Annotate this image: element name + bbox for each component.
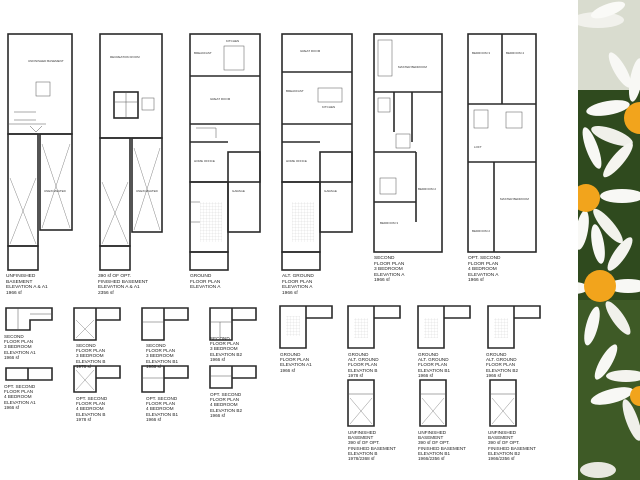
room-label: BEDROOM 3 — [472, 51, 490, 55]
daisy-flower — [578, 224, 640, 346]
partial-plan — [72, 306, 122, 342]
partial-caption: OPT. SECOND FLOOR PLAN 4 BEDROOM ELEVATI… — [76, 396, 108, 422]
partial-plan — [416, 304, 472, 350]
partial-plan — [72, 364, 122, 394]
room-label: BREAKFAST — [286, 89, 304, 93]
plan-alt-ground-floor: GREAT ROOM BREAKFAST KITCHEN HOME OFFICE… — [280, 32, 356, 272]
partial-caption: OPT. SECOND FLOOR PLAN 4 BEDROOM ELEVATI… — [146, 396, 178, 422]
plan-caption: UNFINISHED BASEMENT ELEVATION A & A1 196… — [6, 274, 48, 296]
partial-caption: GROUND ALT. GROUND FLOOR PLAN ELEVATION … — [348, 352, 379, 378]
room-label: BREAKFAST — [194, 51, 212, 55]
partial-plan — [418, 378, 448, 428]
partial-caption: SECOND FLOOR PLAN 3 BEDROOM ELEVATION A1… — [4, 334, 36, 360]
daisy-flower — [578, 1, 626, 28]
partial-plan — [4, 366, 54, 382]
daisy-flower — [578, 127, 640, 250]
room-label: BEDROOM 3 — [380, 221, 398, 225]
partial-caption: GROUND ALT. GROUND FLOOR PLAN ELEVATION … — [486, 352, 518, 378]
room-label: HOME OFFICE — [194, 159, 215, 163]
partial-caption: UNFINISHED BASEMENT 390 sf OF OPT. FINIS… — [348, 430, 396, 462]
plan-second-floor-3-bedroom: MASTER BEDROOM BEDROOM 2 BEDROOM 3 — [372, 32, 446, 254]
plan-caption: OPT. SECOND FLOOR PLAN 4 BEDROOM ELEVATI… — [468, 256, 501, 284]
partial-caption: UNFINISHED BASEMENT 390 sf OF OPT. FINIS… — [488, 430, 536, 462]
partial-plan — [140, 306, 190, 342]
room-label: BEDROOM 2 — [472, 229, 490, 233]
plan-caption: 390 sf OF OPT. FINISHED BASEMENT ELEVATI… — [98, 274, 149, 296]
room-label: GARAGE — [324, 189, 337, 193]
partial-caption: OPT. SECOND FLOOR PLAN 4 BEDROOM ELEVATI… — [4, 384, 36, 410]
room-label: BEDROOM 2 — [418, 187, 436, 191]
room-label: GREAT ROOM — [210, 97, 231, 101]
room-label: UNFINISHED BASEMENT — [28, 59, 64, 63]
daisy-photo — [578, 0, 640, 480]
room-label: GARAGE — [232, 189, 245, 193]
partial-caption: SECOND FLOOR PLAN 3 BEDROOM ELEVATION B2… — [210, 336, 242, 362]
room-label: KITCHEN — [322, 105, 335, 109]
partial-caption: GROUND ALT. GROUND FLOOR PLAN ELEVATION … — [418, 352, 450, 378]
partial-plan — [278, 304, 334, 350]
room-label: LOFT — [474, 145, 482, 149]
room-label: GREAT ROOM — [300, 49, 321, 53]
floor-plan-sheet: UNFINISHED BASEMENT UNEXCAVATED UNFINISH… — [4, 32, 542, 462]
room-label: KITCHEN — [226, 39, 239, 43]
room-label: BEDROOM 4 — [506, 51, 524, 55]
plan-caption: GROUND FLOOR PLAN ELEVATION A — [190, 274, 221, 291]
room-label: HOME OFFICE — [286, 159, 307, 163]
partial-caption: UNFINISHED BASEMENT 390 sf OF OPT. FINIS… — [418, 430, 466, 462]
partial-plan — [4, 306, 54, 332]
plan-ground-floor: BREAKFAST KITCHEN GREAT ROOM HOME OFFICE… — [188, 32, 264, 272]
partial-caption: GROUND FLOOR PLAN ELEVATION A1 1966 sf — [280, 352, 312, 373]
daisy-flower — [590, 344, 640, 441]
plan-unfinished-basement: UNFINISHED BASEMENT UNEXCAVATED — [6, 32, 76, 272]
partial-plan — [208, 364, 258, 390]
partial-plan — [486, 304, 542, 350]
room-label: MASTER BEDROOM — [500, 197, 529, 201]
room-label: UNEXCAVATED — [44, 189, 67, 193]
partial-plan — [346, 378, 376, 428]
room-label: UNEXCAVATED — [136, 189, 159, 193]
partial-plan — [140, 364, 190, 394]
partial-plan — [488, 378, 518, 428]
partial-plan — [208, 306, 258, 342]
room-label: RECREATION ROOM — [110, 55, 140, 59]
partial-plan — [346, 304, 402, 350]
partial-caption: OPT. SECOND FLOOR PLAN 4 BEDROOM ELEVATI… — [210, 392, 242, 418]
plan-second-floor-4-bedroom: BEDROOM 3 BEDROOM 4 LOFT MASTER BEDROOM … — [466, 32, 540, 254]
daisy-flower — [586, 52, 640, 146]
plan-finished-basement: RECREATION ROOM UNEXCAVATED — [98, 32, 168, 272]
plan-caption: SECOND FLOOR PLAN 3 BEDROOM ELEVATION A … — [374, 256, 405, 284]
plan-caption: ALT. GROUND FLOOR PLAN ELEVATION A 1966 … — [282, 274, 314, 296]
room-label: MASTER BEDROOM — [398, 65, 427, 69]
